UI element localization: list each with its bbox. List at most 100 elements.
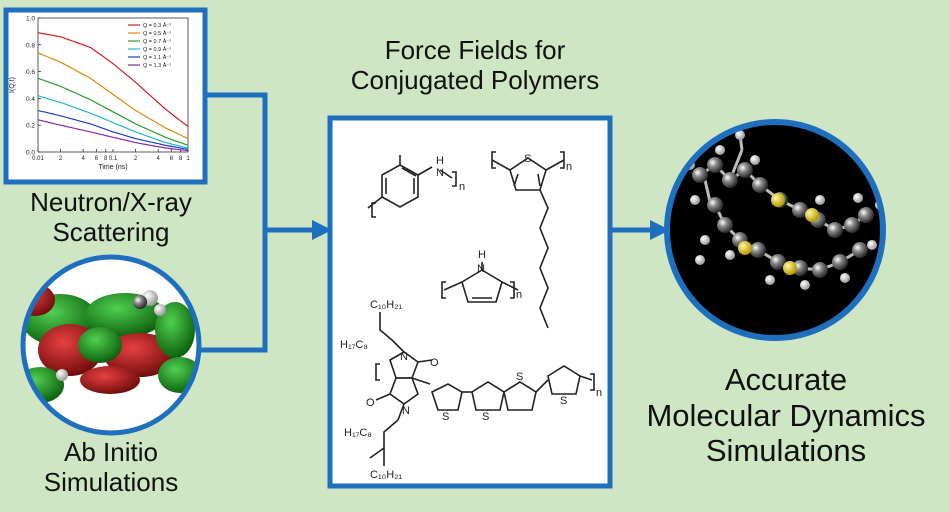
x-tick-label: 8	[104, 156, 108, 162]
md-carbon-atom	[832, 254, 848, 270]
md-carbon-atom	[750, 242, 766, 258]
connector-chart	[205, 92, 268, 230]
pani-h-label: H	[436, 155, 444, 167]
md-carbon-atom	[812, 262, 828, 278]
ppy-nh-label: N	[477, 263, 485, 275]
md-hydrogen-atom	[690, 195, 700, 205]
abinitio-label: Ab Initio Simulations	[6, 437, 216, 498]
flow-connectors	[200, 92, 656, 353]
dpp-h17-label: H₁₇C₈	[340, 339, 368, 351]
md-carbon-atom	[827, 222, 843, 238]
md-sulfur-atom	[771, 193, 785, 207]
output-label-line1: Accurate	[724, 362, 848, 397]
md-hydrogen-atom	[735, 130, 745, 140]
md-carbon-atom	[717, 217, 733, 233]
md-sulfur-atom	[783, 261, 797, 275]
series-line	[37, 77, 189, 146]
md-carbon-atom	[792, 202, 808, 218]
dpp-s3-label: S	[516, 371, 523, 383]
dpp-structure	[369, 312, 595, 466]
legend-label: Q = 0.5 Å⁻¹	[143, 30, 171, 37]
x-tick-label: 6	[170, 156, 174, 162]
pani-nh-label: N	[436, 167, 444, 179]
x-tick-label: 2	[59, 156, 63, 162]
panel-title-line1: Force Fields for	[384, 35, 566, 65]
dpp-h17b-label: H₁₇C₈	[344, 427, 372, 439]
scattering-label-line1: Neutron/X-ray	[30, 187, 192, 217]
legend-label: Q = 0.7 Å⁻¹	[143, 38, 171, 45]
dpp-c10-label: C₁₀H₂₁	[370, 299, 402, 311]
x-tick-label: 4	[156, 156, 160, 162]
x-tick-label: 2	[134, 156, 138, 162]
dpp-o1-label: O	[430, 357, 439, 369]
md-hydrogen-atom	[765, 275, 775, 285]
md-hydrogen-atom	[715, 145, 725, 155]
md-render-image	[664, 119, 886, 341]
connector-abinitio	[200, 230, 268, 353]
md-carbon-atom	[792, 260, 808, 276]
y-tick-label: 1.0	[26, 16, 35, 23]
y-tick-label: 0.8	[26, 42, 35, 49]
scattering-label-line2: Scattering	[52, 216, 170, 247]
dpp-c10b-label: C₁₀H₂₁	[370, 469, 402, 481]
p3ht-n-subscript: n	[566, 161, 572, 173]
md-carbon-atom	[707, 197, 723, 213]
legend-label: Q = 1.1 Å⁻¹	[143, 54, 171, 61]
dpp-s1-label: S	[442, 411, 449, 423]
dpp-n-subscript: n	[596, 387, 602, 399]
p3ht-s-label: S	[524, 153, 531, 165]
arrow-head-panel	[312, 220, 332, 240]
legend-label: Q = 1.3 Å⁻¹	[143, 62, 171, 69]
ppy-n-subscript: n	[516, 289, 522, 301]
md-hydrogen-atom	[815, 195, 825, 205]
y-tick-label: 0.2	[26, 123, 35, 130]
dpp-n2-label: N	[402, 405, 410, 417]
panel-title: Force Fields for Conjugated Polymers	[330, 35, 620, 96]
md-hydrogen-atom	[853, 193, 863, 203]
x-tick-label: 0.1	[109, 156, 118, 162]
panel-title-line2: Conjugated Polymers	[350, 64, 600, 95]
md-carbon-atom	[852, 242, 868, 258]
md-carbon-atom	[770, 254, 786, 270]
md-carbon-atom	[707, 157, 723, 173]
x-tick-label: 1	[186, 156, 190, 162]
polyaniline-structure	[367, 155, 457, 218]
series-line	[37, 109, 189, 150]
ppy-h-label: H	[478, 249, 486, 261]
x-tick-label: 4	[81, 156, 85, 162]
output-label-line2: Molecular Dynamics	[646, 397, 926, 433]
polypyrrole-structure	[441, 262, 519, 303]
legend-label: Q = 0.3 Å⁻¹	[143, 22, 171, 29]
orbital-image	[20, 254, 202, 436]
arrow-head-output	[650, 220, 670, 240]
md-hydrogen-atom	[750, 155, 760, 165]
series-line	[37, 32, 189, 127]
scattering-label: Neutron/X-ray Scattering	[6, 187, 216, 248]
y-axis-label: I(Q,t)	[9, 77, 16, 93]
dpp-s2-label: S	[482, 411, 489, 423]
legend-label: Q = 0.9 Å⁻¹	[143, 46, 171, 53]
md-carbon-atom	[858, 207, 874, 223]
md-sulfur-atom	[738, 241, 752, 255]
series-line	[37, 119, 189, 152]
abinitio-label-line1: Ab Initio	[64, 437, 158, 467]
md-hydrogen-atom	[800, 280, 810, 290]
dpp-o2-label: O	[366, 397, 375, 409]
y-tick-label: 0.6	[26, 69, 35, 76]
series-line	[37, 95, 189, 149]
x-tick-label: 8	[179, 156, 183, 162]
md-carbon-atom	[737, 162, 753, 178]
polymer-panel: N H n S n H N n C₁₀H₂₁ H₁₇C₈ N O O N H₁₇…	[327, 115, 613, 489]
output-label-line3: Simulations	[705, 433, 867, 469]
x-axis-label: Time (ns)	[98, 164, 127, 171]
md-hydrogen-atom	[700, 235, 710, 245]
p3ht-structure	[491, 151, 565, 329]
pani-n-subscript: n	[459, 181, 465, 193]
abinitio-label-line2: Simulations	[43, 466, 179, 497]
series-line	[37, 52, 189, 140]
x-tick-label: 0.01	[32, 156, 44, 162]
md-carbon-atom	[692, 167, 708, 183]
